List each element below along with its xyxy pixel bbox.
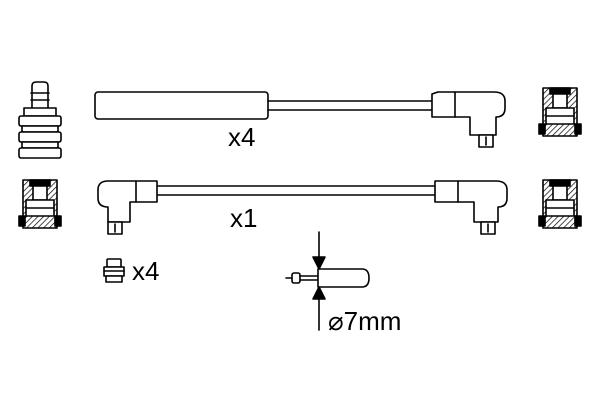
- middle-cable-quantity-label: x1: [230, 203, 257, 233]
- ignition-cable-top: [94, 91, 506, 148]
- cable-diameter-label: ⌀7mm: [328, 306, 401, 336]
- angled-connector-icon: [97, 180, 158, 235]
- spark-plug-boot-icon: [18, 81, 62, 159]
- distributor-cap-icon: [538, 87, 582, 137]
- angled-connector-icon: [431, 91, 506, 148]
- diameter-arrow-icon: [312, 231, 326, 331]
- distributor-cap-icon: [538, 179, 582, 229]
- ignition-cable-middle: [97, 180, 508, 235]
- small-terminal-icon: [103, 258, 125, 283]
- distributor-cap-icon: [18, 179, 62, 229]
- angled-connector-icon: [434, 180, 508, 235]
- small-part-quantity-label: x4: [132, 256, 159, 286]
- cable-cross-section: [285, 268, 370, 288]
- top-cable-quantity-label: x4: [228, 122, 255, 152]
